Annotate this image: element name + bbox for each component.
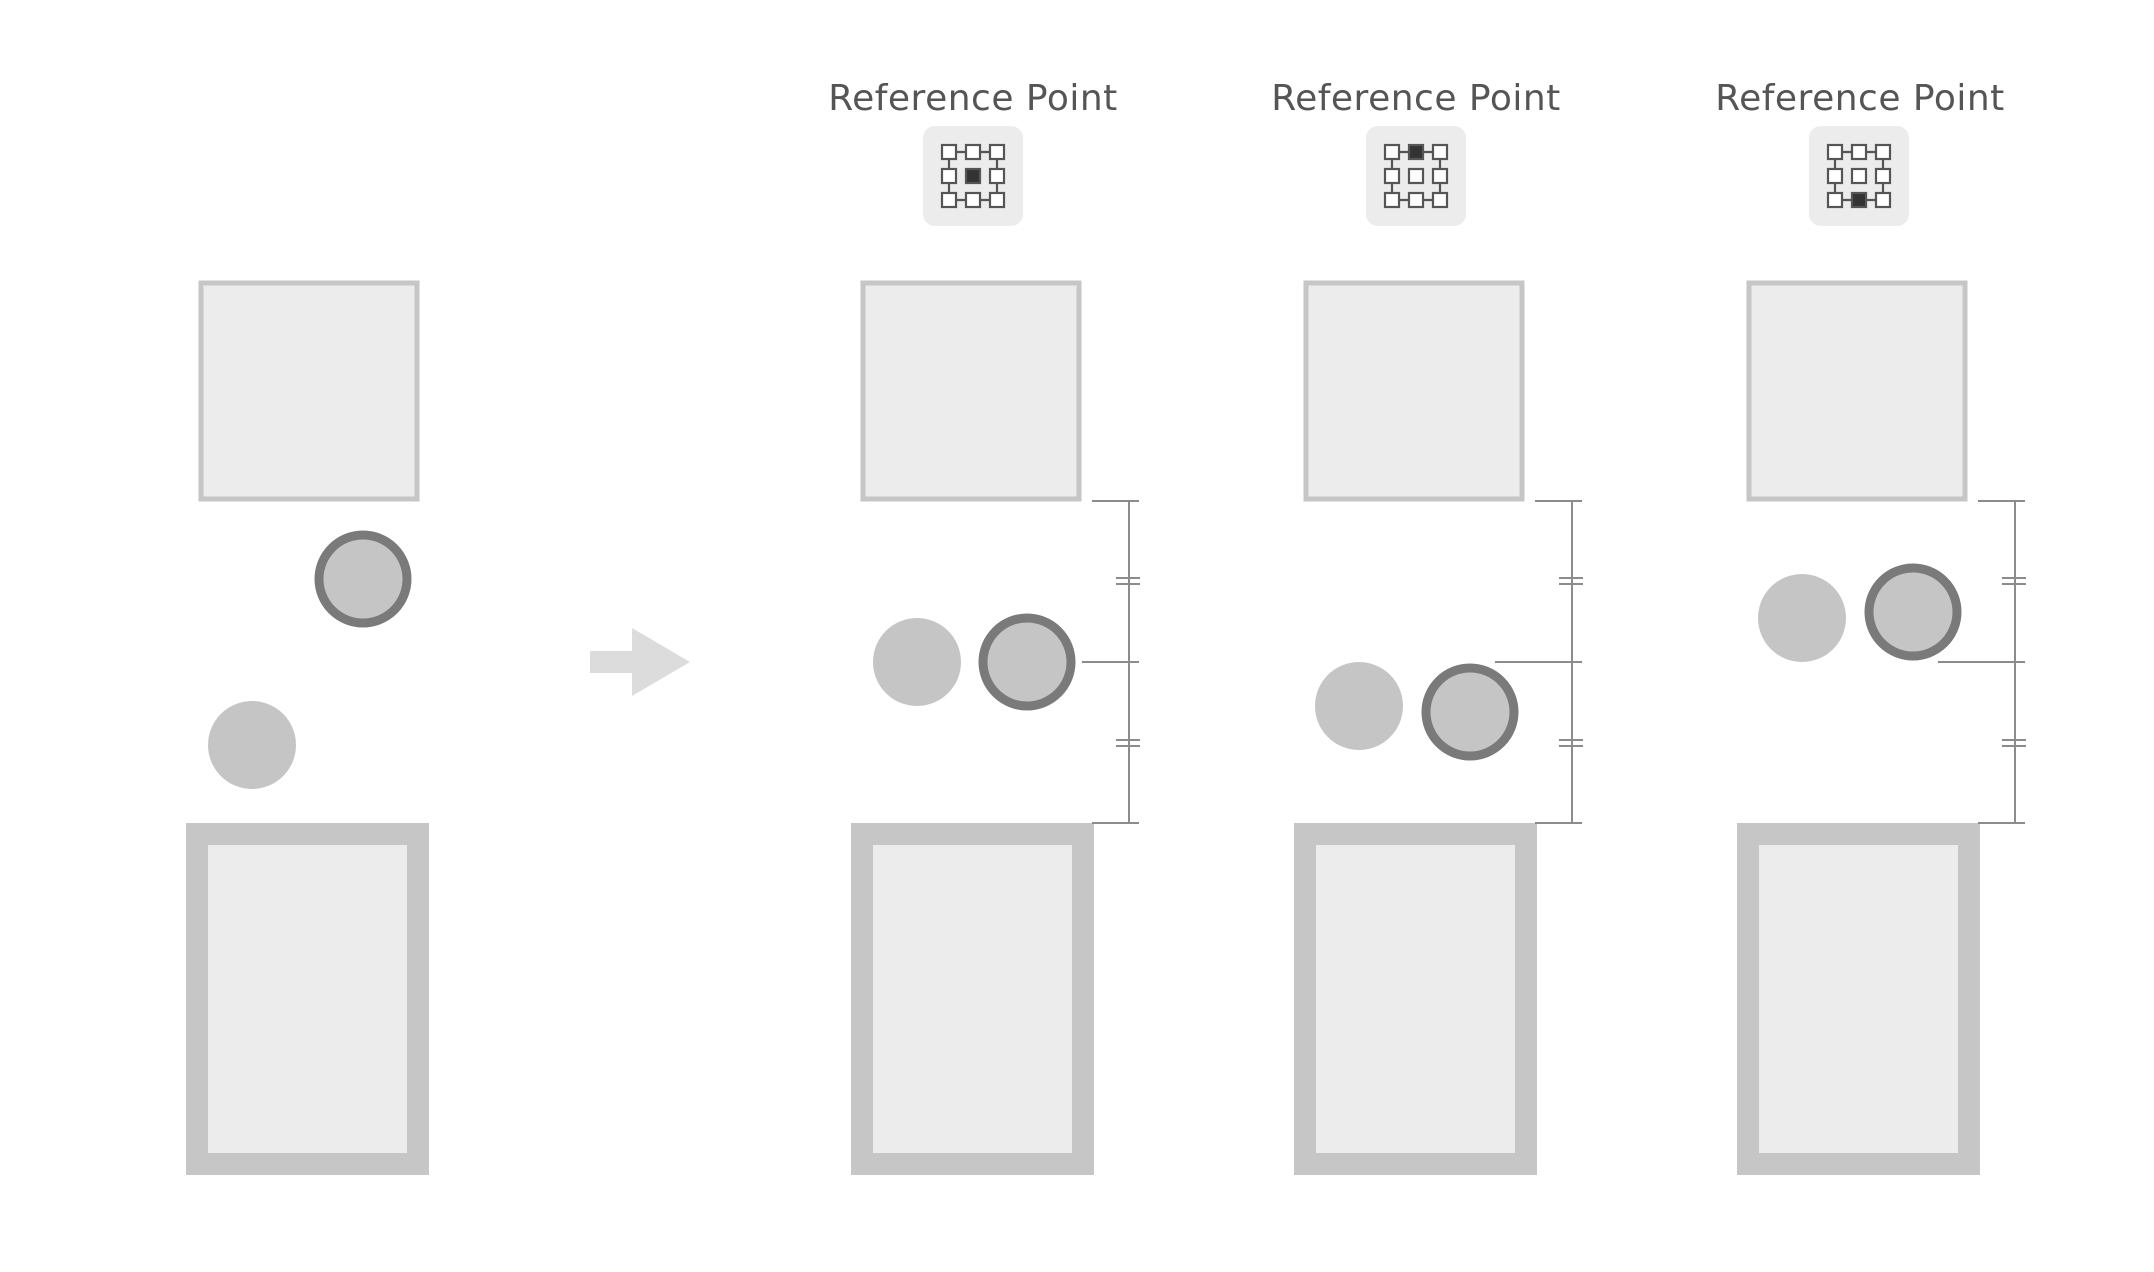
- bottom-rectangle: [851, 823, 1094, 1175]
- dimension-bracket: [1938, 500, 2026, 824]
- bottom-rectangle: [1737, 823, 1980, 1175]
- dimension-bracket: [1495, 500, 1583, 824]
- reference-point-grid-icon: [1826, 143, 1892, 209]
- reference-point-grid-icon: [1383, 143, 1449, 209]
- result-top-group: [1294, 280, 1583, 1175]
- selected-circle: [1421, 663, 1519, 761]
- top-square: [1303, 280, 1525, 502]
- reference-point-selector-top[interactable]: [1366, 126, 1466, 226]
- circle: [1315, 662, 1403, 750]
- arrow-icon: [590, 628, 690, 696]
- bottom-rectangle: [1294, 823, 1537, 1175]
- selected-circle: [1864, 563, 1962, 661]
- reference-point-label-3: Reference Point: [1715, 78, 2005, 119]
- reference-point-label-1: Reference Point: [828, 78, 1118, 119]
- circle: [208, 701, 296, 789]
- circle: [873, 618, 961, 706]
- before-group: [186, 280, 429, 1175]
- reference-point-selector-bottom[interactable]: [1809, 126, 1909, 226]
- selected-circle: [978, 613, 1076, 711]
- reference-point-selector-center[interactable]: [923, 126, 1023, 226]
- circle: [1758, 574, 1846, 662]
- result-center-group: [851, 280, 1140, 1175]
- top-square: [1746, 280, 1968, 502]
- top-square: [860, 280, 1082, 502]
- reference-point-grid-icon: [940, 143, 1006, 209]
- top-square: [198, 280, 420, 502]
- result-bottom-group: [1737, 280, 2026, 1175]
- reference-point-label-2: Reference Point: [1271, 78, 1561, 119]
- selected-circle: [314, 530, 412, 628]
- dimension-bracket: [1082, 500, 1140, 824]
- bottom-rectangle: [186, 823, 429, 1175]
